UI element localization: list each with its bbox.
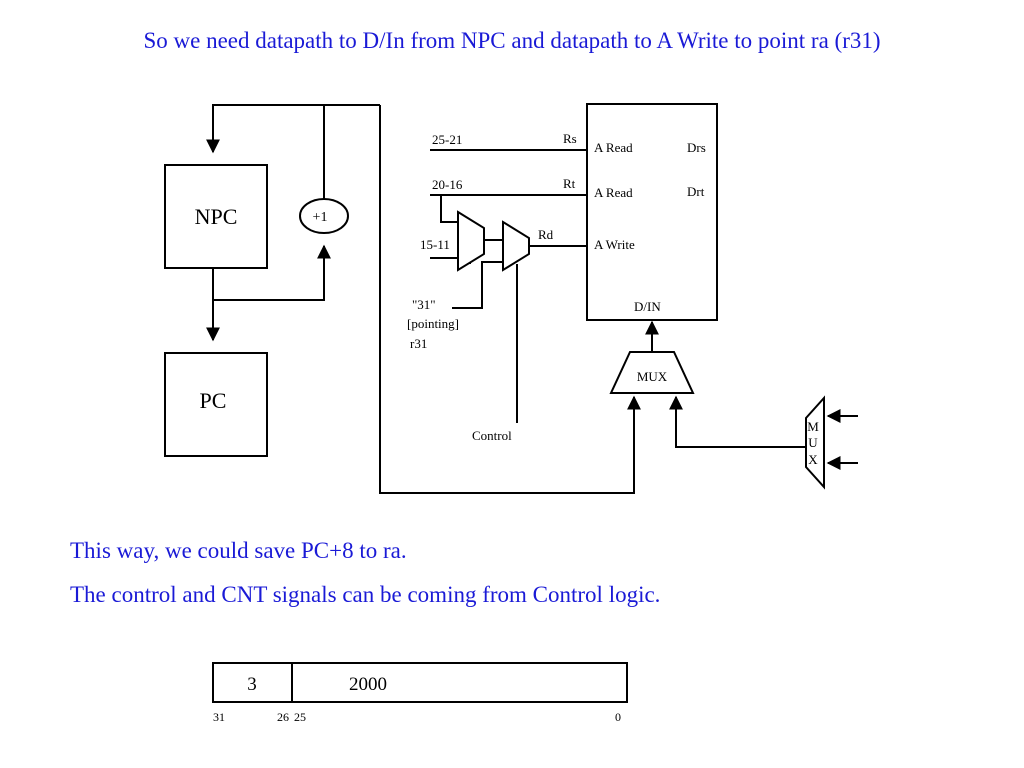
din-mux-label: MUX bbox=[637, 369, 668, 384]
side-mux bbox=[805, 395, 825, 490]
const-31-label: "31" bbox=[412, 297, 436, 312]
bits-25-21: 25-21 bbox=[432, 132, 462, 147]
output-drs: Drs bbox=[687, 140, 706, 155]
bit-26-label: 26 bbox=[277, 710, 289, 724]
rt-label: Rt bbox=[563, 176, 576, 191]
rt-tap-wire bbox=[440, 195, 458, 223]
bit-25-label: 25 bbox=[294, 710, 306, 724]
pointing-label: [pointing] bbox=[407, 316, 459, 331]
note-line-1: This way, we could save PC+8 to ra. bbox=[70, 538, 407, 563]
port-a-read-1: A Read bbox=[594, 140, 633, 155]
slide-title: So we need datapath to D/In from NPC and… bbox=[143, 28, 881, 53]
port-a-write: A Write bbox=[594, 237, 635, 252]
pc-label: PC bbox=[200, 388, 227, 413]
npc-to-adder-wire bbox=[213, 244, 331, 301]
din-mux bbox=[609, 351, 695, 394]
side-mux-letter-u: U bbox=[808, 435, 818, 450]
bits-20-16: 20-16 bbox=[432, 177, 463, 192]
side-mux-letter-x: X bbox=[808, 452, 818, 467]
npc-label: NPC bbox=[195, 204, 238, 229]
note-line-2: The control and CNT signals can be comin… bbox=[70, 582, 661, 607]
instruction-format-box bbox=[212, 662, 628, 703]
adder-to-npc-wire bbox=[206, 104, 325, 199]
register-file bbox=[586, 103, 718, 321]
control-label: Control bbox=[472, 428, 512, 443]
side-mux-to-din-mux-wire bbox=[669, 395, 806, 448]
output-drt: Drt bbox=[687, 184, 705, 199]
port-din: D/IN bbox=[634, 299, 661, 314]
npc-to-mux-bus bbox=[379, 105, 641, 494]
bit-0-label: 0 bbox=[615, 710, 621, 724]
npc-box bbox=[164, 164, 268, 269]
port-a-read-2: A Read bbox=[594, 185, 633, 200]
const-31-wire bbox=[452, 261, 503, 309]
adder-label: +1 bbox=[313, 210, 328, 225]
dest-mux-1 bbox=[457, 210, 485, 272]
r31-label: r31 bbox=[410, 336, 427, 351]
rd-label: Rd bbox=[538, 227, 554, 242]
dest-mux-2 bbox=[502, 220, 530, 272]
pc-box bbox=[164, 352, 268, 457]
bits-15-11: 15-11 bbox=[420, 237, 450, 252]
side-mux-letter-m: M bbox=[807, 419, 819, 434]
rs-label: Rs bbox=[563, 131, 577, 146]
opcode-value: 3 bbox=[247, 674, 257, 695]
target-value: 2000 bbox=[349, 674, 387, 695]
bit-31-label: 31 bbox=[213, 710, 225, 724]
